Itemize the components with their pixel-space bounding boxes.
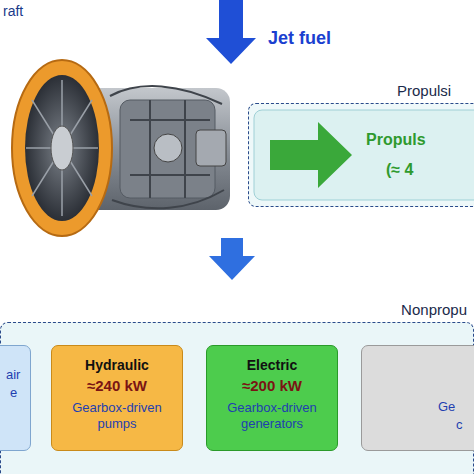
fuel-arrow <box>206 0 256 64</box>
box-text: c <box>438 416 474 434</box>
engine-part <box>196 130 226 166</box>
partial-box: aire <box>0 345 31 451</box>
propulsive-box-fill <box>254 110 474 200</box>
fan-blades <box>26 80 98 216</box>
partial-box: Gec <box>361 345 474 451</box>
engine-nacelle <box>12 60 112 236</box>
panel-heading: Nonpropu <box>401 301 467 318</box>
box-text: air <box>6 366 30 384</box>
box-text: Gearbox-driven pumps <box>58 400 176 432</box>
box-text: (≈ 4 <box>366 160 474 180</box>
caption-fragment: raft <box>3 3 23 19</box>
engine-inlet <box>25 75 99 221</box>
propulsive-box: Propuls (≈ 4 <box>254 110 474 200</box>
box-text: e <box>6 384 30 402</box>
process-box: Electric ≈200 kW Gearbox-driven generators <box>206 345 338 451</box>
box-text: ≈200 kW <box>213 376 331 396</box>
process-box: Hydraulic ≈240 kW Gearbox-driven pumps <box>51 345 183 451</box>
box-text: ≈240 kW <box>58 376 176 396</box>
fan-hub <box>51 126 73 170</box>
engine-part <box>154 134 182 162</box>
box-text: Propuls <box>366 130 474 150</box>
box-text: Ge <box>438 398 474 416</box>
box-text: Gearbox-driven generators <box>213 400 331 432</box>
nonpropulsive-arrow <box>209 238 255 280</box>
panel-heading: Propulsi <box>397 82 451 99</box>
nonpropulsive-panel: NonpropuaireHydraulic≈240 kWGearbox-driv… <box>0 322 474 474</box>
box-text: Electric <box>213 356 331 374</box>
propulsion-arrow <box>270 122 352 188</box>
box-text: Hydraulic <box>58 356 176 374</box>
propulsive-panel: PropulsiPropuls(≈ 4 <box>248 103 474 207</box>
input-label: Jet fuel <box>268 28 331 49</box>
